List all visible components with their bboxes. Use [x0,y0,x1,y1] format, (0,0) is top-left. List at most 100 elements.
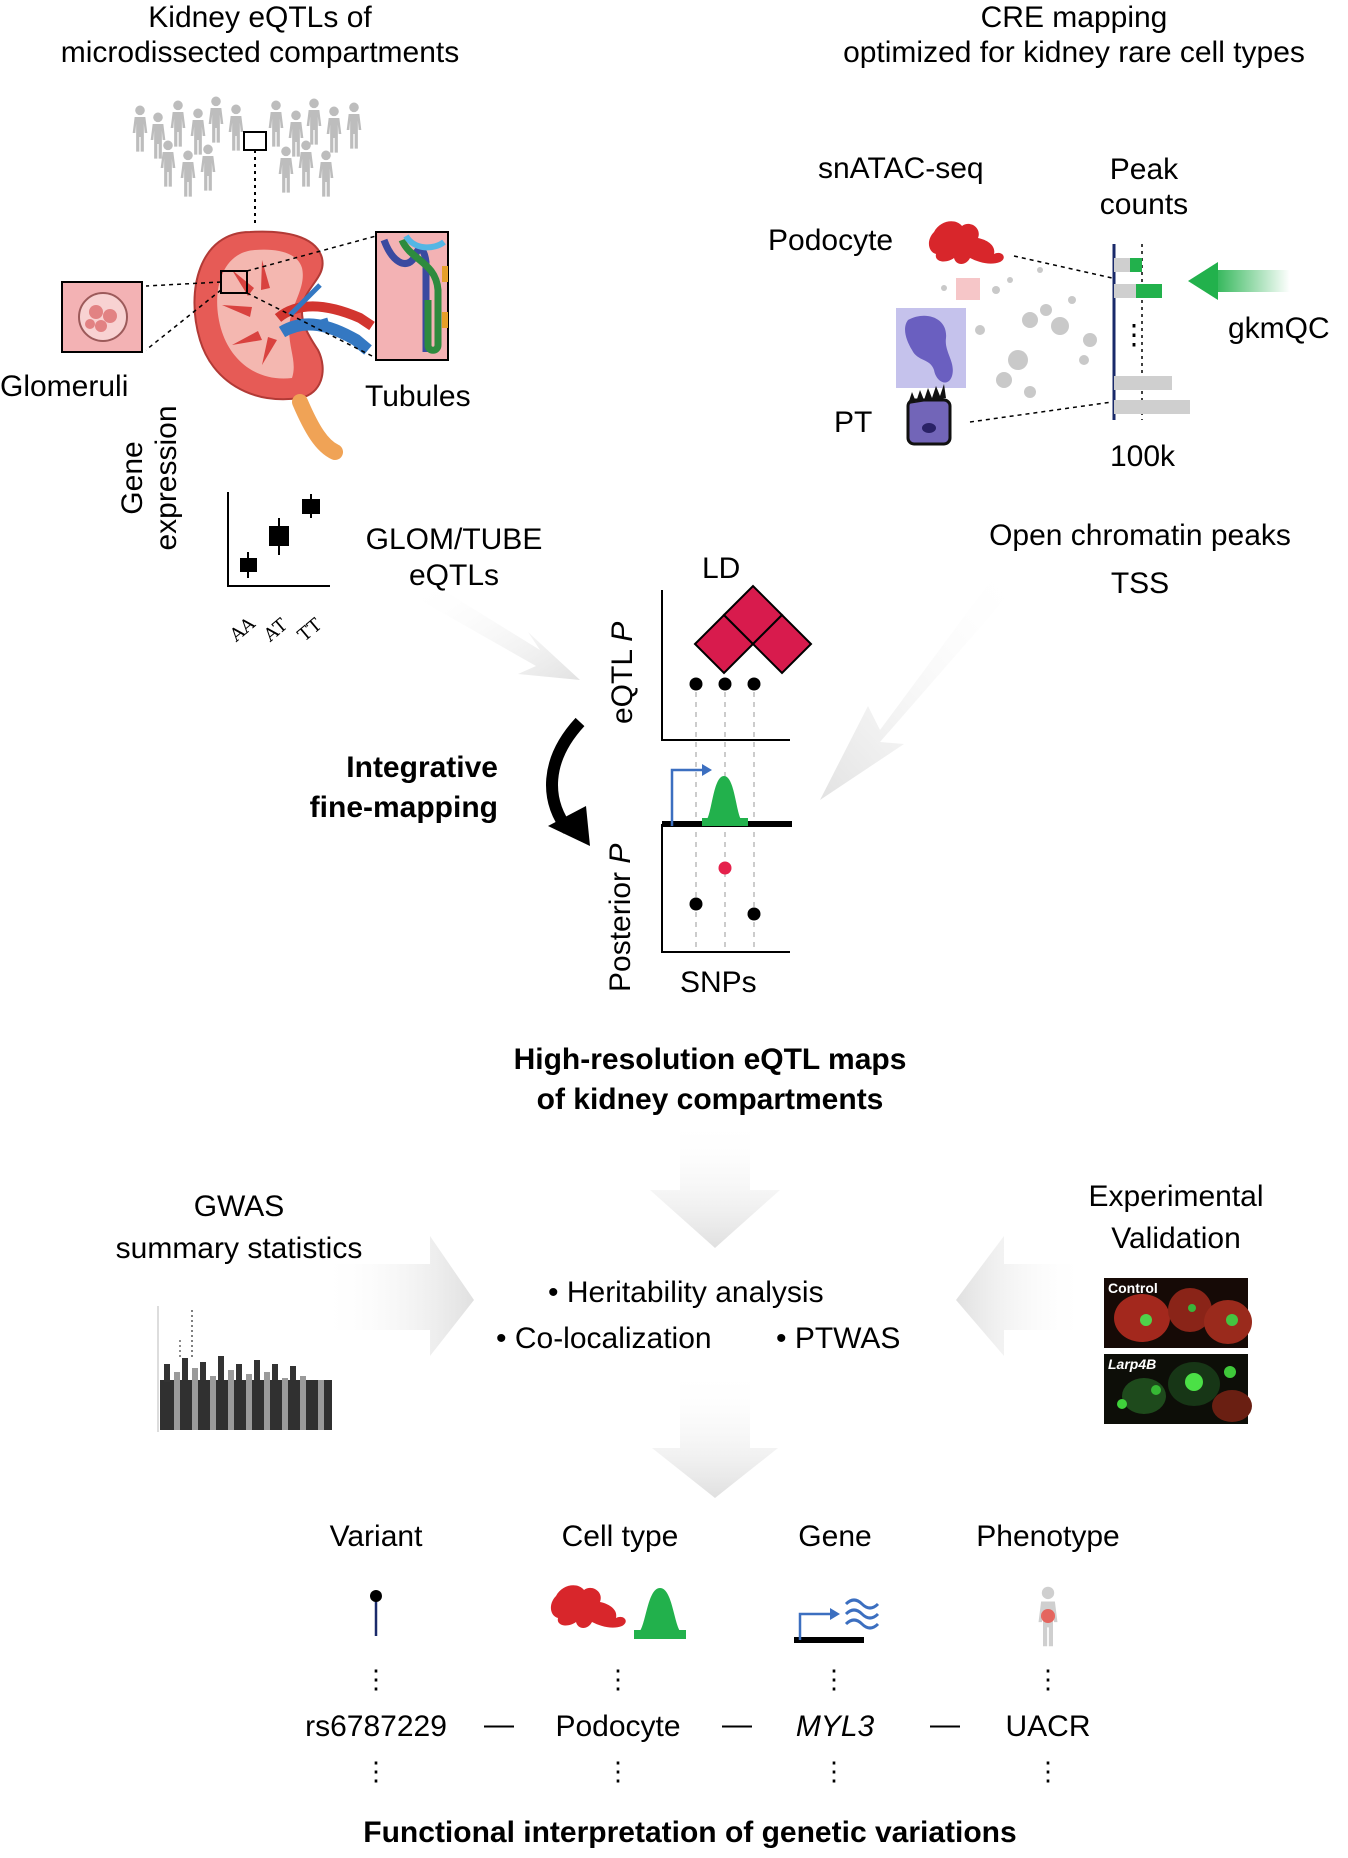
microscopy-larp4b-image [1104,1354,1252,1424]
arrow-maps-down [650,1120,780,1248]
variant-dots-upper: ⋮ [363,1664,389,1694]
validation-label: Experimental Validation [1066,1176,1286,1260]
validation-line1: Experimental [1088,1180,1264,1213]
phenotype-header: Phenotype [976,1520,1120,1553]
umap-plot [896,267,1097,398]
glomeruli-label: Glomeruli [0,370,129,403]
pt-label: PT [834,406,873,439]
kidney-illustration [193,230,375,460]
peak-ellipsis: ⋮ [1120,319,1148,350]
gene-expression-plot [227,492,330,587]
integrative-line1: Integrative [346,751,498,784]
arrow-analyses-down [652,1370,778,1498]
eqtl-snps [689,677,761,691]
phenotype-value: UACR [1005,1710,1091,1743]
cell-type-icon [550,1585,686,1639]
gene-icon [794,1598,880,1643]
open-chromatin-label: Open chromatin peaks [989,519,1291,552]
arrow-gwas-right [320,1236,474,1356]
functional-interpretation-title: Functional interpretation of genetic var… [363,1816,1017,1849]
ld-label: LD [702,552,741,585]
pt-cell-icon [906,384,952,446]
chromatin-label: Open chromatin peaks TSS [960,512,1320,608]
eqtl-axes [661,590,790,741]
variant-lollipop-icon [370,1590,382,1636]
peak-tick-label: 100k [1110,440,1176,473]
snps-label: SNPs [680,966,757,999]
peak-track [662,764,792,827]
colocalization-item: • Co-localization [496,1322,712,1355]
cre-mapping-title-line2: optimized for kidney rare cell types [843,36,1305,69]
gwas-label: GWAS summary statistics [84,1186,394,1270]
cell-dots-upper: ⋮ [605,1664,631,1694]
peak-counts-plot [1112,244,1190,420]
cell-type-value: Podocyte [555,1710,681,1743]
variant-dots-lower: ⋮ [363,1756,389,1786]
arrow-validation-left [956,1236,1086,1356]
cre-mapping-title: CRE mapping optimized for kidney rare ce… [800,0,1348,70]
ld-heatmap [693,584,813,675]
tss-arrow-icon [670,768,702,826]
glom-tube-label-line2: eQTLs [408,559,500,592]
posterior-axes [661,824,790,953]
maps-line1: High-resolution eQTL maps [513,1043,907,1076]
cre-mapping-title-line1: CRE mapping [980,1,1168,34]
eqtl-ylabel-text: eQTL [606,641,639,724]
gene-expression-ylabel-line2: expression [150,405,183,551]
eqtl-p-ylabel: eQTL P [606,622,640,724]
posterior-ylabel-p: P [604,843,637,864]
tubules-inset [375,231,449,361]
posterior-ylabel-text: Posterior [604,863,637,992]
gene-header: Gene [798,1520,872,1553]
phenotype-dots-upper: ⋮ [1035,1664,1061,1694]
gwas-line1: GWAS [193,1190,285,1223]
kidney-eqtl-title-line2: microdissected compartments [60,36,460,69]
selected-individual-box [243,131,267,151]
glom-tube-label-line1: GLOM/TUBE [365,523,543,556]
tss-label: TSS [1110,567,1170,600]
phenotype-body-icon [1038,1586,1058,1647]
eqtl-ylabel-p: P [606,621,639,642]
arrow-eqtl-to-finemap [420,582,580,680]
dash-1: — [484,1708,514,1741]
cell-dots-lower: ⋮ [605,1756,631,1786]
arrow-chromatin-to-finemap [820,568,1018,800]
glom-tube-eqtls-label: GLOM/TUBE eQTLs [344,522,564,594]
cell-type-header: Cell type [561,1520,679,1553]
dash-3: — [930,1708,960,1741]
kidney-eqtl-title: Kidney eQTLs of microdissected compartme… [20,0,500,70]
gkmqc-label: gkmQC [1228,312,1330,345]
gkmqc-arrow [1188,262,1290,300]
gene-dots-upper: ⋮ [821,1664,847,1694]
microscopy-control-image [1104,1278,1252,1348]
peak-counts-label: Peak counts [1084,152,1204,222]
integrative-finemapping-label: Integrative fine-mapping [276,748,498,828]
maps-line2: of kidney compartments [536,1083,884,1116]
dash-2: — [722,1708,752,1741]
tubules-label: Tubules [365,380,471,413]
posterior-snps [689,861,761,921]
larp4b-label: Larp4B [1108,1356,1157,1372]
gene-dots-lower: ⋮ [821,1756,847,1786]
peak-counts-line1: Peak [1109,153,1179,186]
high-res-maps-title: High-resolution eQTL maps of kidney comp… [410,1040,1010,1120]
gene-value: MYL3 [795,1710,875,1743]
glomeruli-inset [61,281,143,353]
validation-line2: Validation [1111,1222,1241,1255]
integrative-line2: fine-mapping [309,791,498,824]
kidney-eqtl-title-line1: Kidney eQTLs of [148,1,372,34]
gene-expression-ylabel-line1: Gene [116,441,149,515]
snatac-label: snATAC-seq [818,152,984,185]
integrative-finemap-arrow [546,717,590,846]
podocyte-cell-icon [928,221,1004,264]
manhattan-plot [157,1306,332,1432]
gwas-line2: summary statistics [115,1232,363,1265]
control-label: Control [1108,1280,1158,1296]
gene-expression-ylabel: Gene expression [116,378,184,578]
variant-value: rs6787229 [305,1710,447,1743]
variant-header: Variant [329,1520,423,1553]
phenotype-dots-lower: ⋮ [1035,1756,1061,1786]
heritability-item: • Heritability analysis [548,1276,824,1309]
peak-counts-line2: counts [1099,188,1189,221]
